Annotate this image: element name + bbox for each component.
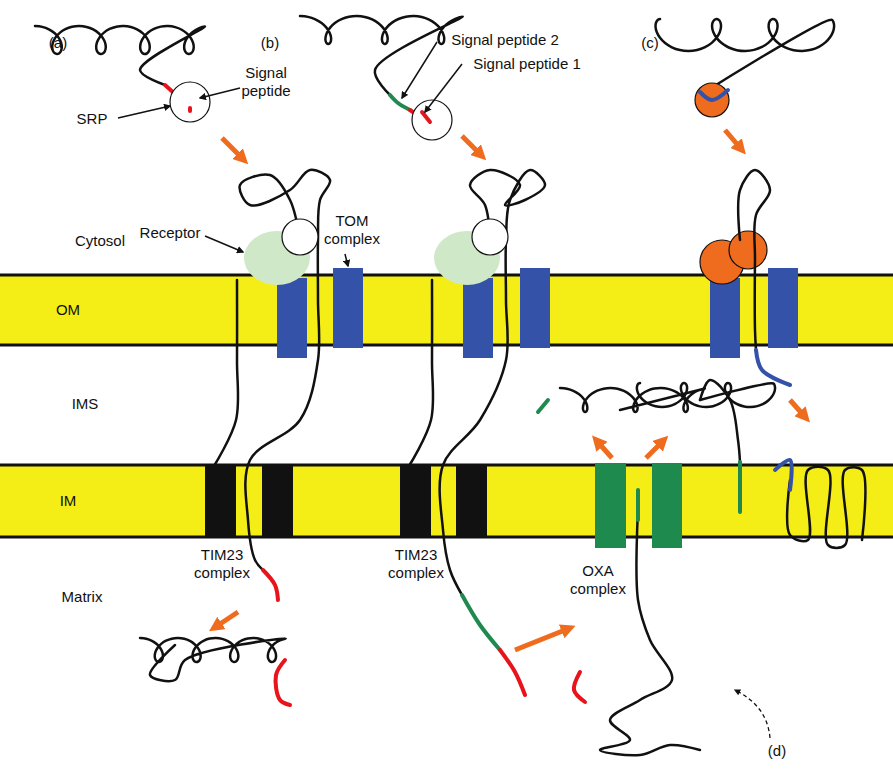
tom-complex	[520, 268, 550, 348]
compartment-label: Cytosol	[65, 232, 135, 250]
step-arrow	[222, 138, 244, 160]
tom-complex	[333, 268, 363, 348]
srp	[282, 219, 318, 255]
compartment-label: Matrix	[47, 588, 117, 606]
srp	[472, 219, 508, 255]
oxa-complex	[595, 463, 626, 548]
panel-tag: (a)	[38, 34, 78, 52]
tom-complex	[463, 278, 493, 358]
polypeptide	[35, 26, 205, 85]
polypeptide	[738, 170, 770, 350]
part-label: SRP	[67, 110, 117, 128]
panel-tag: (b)	[250, 34, 290, 52]
part-label: Signal peptide	[238, 64, 294, 100]
signal-peptide-2	[636, 490, 640, 520]
signal-peptide-2	[390, 95, 410, 110]
srp	[412, 100, 452, 140]
step-arrow	[646, 440, 664, 458]
polypeptide	[240, 170, 331, 570]
internal-signal	[775, 460, 792, 490]
membrane-band: IM	[0, 465, 893, 537]
part-label: Signal peptide 2	[435, 31, 575, 49]
part-label: TOM complex	[317, 212, 387, 248]
tom-complex	[710, 278, 740, 358]
multispan-protein	[787, 467, 865, 548]
tom-complex	[768, 268, 798, 348]
part-label: Signal peptide 1	[457, 55, 597, 73]
dashed-pointer	[735, 690, 770, 738]
membrane-name: OM	[53, 301, 83, 319]
tim23-complex	[205, 465, 236, 537]
folded-protein	[560, 388, 705, 412]
polypeptide	[440, 170, 545, 595]
polypeptide	[600, 510, 700, 755]
tim23-complex	[262, 465, 293, 537]
cleaved-peptide	[574, 672, 585, 702]
folded-protein	[140, 638, 286, 681]
leader-arrow	[200, 88, 240, 98]
compartment-label: IMS	[60, 395, 110, 413]
chaperone	[695, 83, 729, 117]
part-label: OXA complex	[563, 562, 633, 598]
receptor-stalk	[214, 280, 238, 466]
srp	[170, 82, 210, 122]
signal-peptide	[263, 570, 278, 600]
chaperone	[729, 231, 767, 269]
leader-arrow	[345, 254, 348, 266]
signal-peptide-2	[738, 462, 742, 512]
membrane-edge	[0, 464, 893, 467]
tom-complex	[277, 278, 307, 358]
signal-peptide-1	[500, 650, 525, 695]
leader-arrow	[402, 42, 437, 98]
polypeptide	[656, 19, 835, 95]
polypeptide	[700, 380, 740, 462]
tim23-complex	[456, 465, 487, 537]
step-arrow	[790, 400, 806, 418]
part-label: Receptor	[130, 224, 210, 242]
internal-signal	[700, 90, 728, 100]
receptor-stalk	[409, 280, 433, 466]
signal-peptide	[188, 108, 192, 111]
polypeptide	[300, 16, 463, 95]
oxa-complex	[652, 463, 682, 548]
leader-arrow	[118, 106, 170, 118]
part-label: TIM23 complex	[187, 546, 257, 582]
panel-tag: (d)	[757, 742, 797, 760]
membrane-band	[0, 465, 893, 537]
internal-signal	[756, 350, 790, 385]
step-arrow	[515, 628, 570, 650]
cleaved-peptide	[538, 400, 548, 412]
part-label: TIM23 complex	[381, 546, 451, 582]
step-arrow	[462, 136, 482, 156]
cleaved-peptide	[276, 660, 290, 705]
membrane-band	[0, 275, 893, 345]
tim23-complex	[400, 465, 431, 537]
leader-arrow	[425, 64, 462, 112]
signal-peptide-2	[462, 595, 500, 650]
membrane-edge	[0, 536, 893, 539]
membrane-edge	[0, 344, 893, 347]
step-arrow	[725, 130, 742, 150]
panel-tag: (c)	[630, 34, 670, 52]
step-arrow	[596, 440, 612, 458]
leader-arrow	[205, 236, 243, 252]
membrane-band: OM	[0, 275, 893, 345]
step-arrow	[214, 612, 238, 628]
membrane-name: IM	[57, 492, 80, 510]
signal-peptide-1	[422, 112, 430, 122]
